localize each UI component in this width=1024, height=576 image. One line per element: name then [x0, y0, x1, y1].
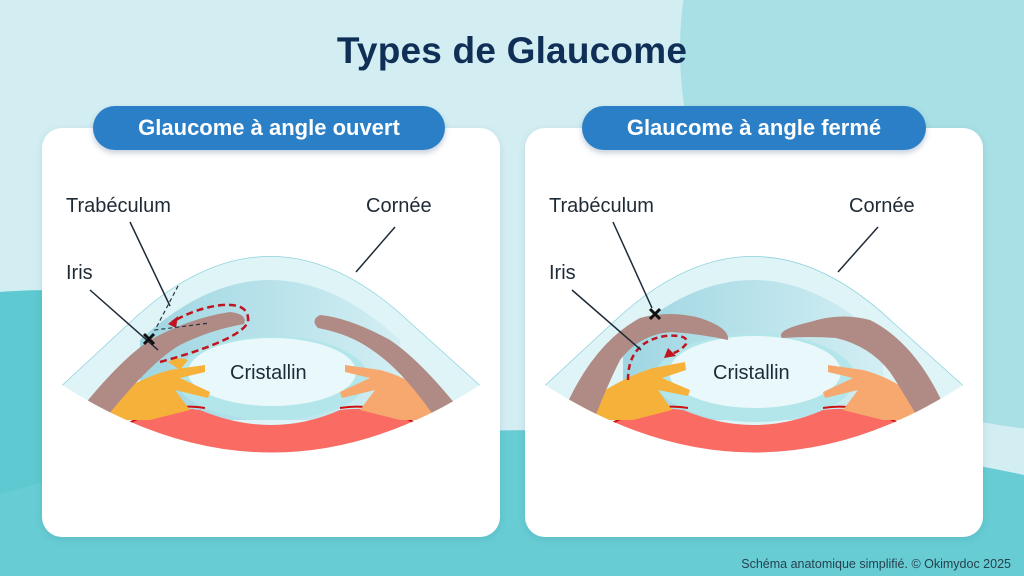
- label-iris-open: Iris: [66, 262, 93, 284]
- label-lens-open: Cristallin: [230, 362, 307, 384]
- footer-credit: Schéma anatomique simplifié. © Okimydoc …: [741, 557, 1011, 571]
- page-title: Types de Glaucome: [336, 30, 688, 71]
- label-iris-closed: Iris: [549, 262, 576, 284]
- label-cornea-closed: Cornée: [849, 195, 915, 217]
- label-lens-closed: Cristallin: [713, 362, 790, 384]
- label-trabeculum-open: Trabéculum: [66, 195, 171, 217]
- label-trabeculum-closed: Trabéculum: [549, 195, 654, 217]
- label-cornea-open: Cornée: [366, 195, 432, 217]
- panel-heading-closed-angle: Glaucome à angle fermé: [582, 106, 926, 150]
- panel-heading-open-angle: Glaucome à angle ouvert: [93, 106, 445, 150]
